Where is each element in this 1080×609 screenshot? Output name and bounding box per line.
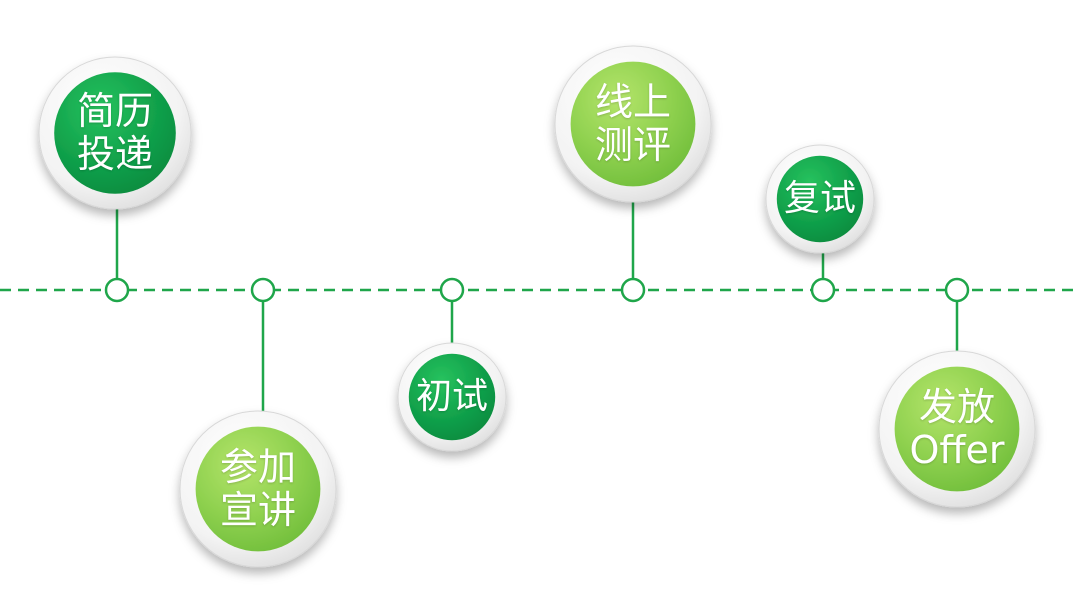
node-first-interview xyxy=(439,277,465,303)
badge-resume-submission xyxy=(38,56,192,210)
badge-disk-online-assessment xyxy=(570,61,696,187)
badge-disk-first-interview xyxy=(408,353,496,441)
badge-offer-issued xyxy=(878,350,1036,508)
node-second-interview xyxy=(810,277,836,303)
node-campus-talk xyxy=(250,277,276,303)
badge-first-interview xyxy=(397,342,507,452)
badge-campus-talk xyxy=(179,410,337,568)
node-offer-issued xyxy=(944,277,970,303)
badge-disk-resume-submission xyxy=(54,72,176,194)
badge-disk-campus-talk xyxy=(195,426,321,552)
node-online-assessment xyxy=(620,277,646,303)
badge-online-assessment xyxy=(554,45,712,203)
node-resume-submission xyxy=(104,277,130,303)
badge-disk-offer-issued xyxy=(894,366,1020,492)
badge-disk-second-interview xyxy=(776,155,864,243)
badge-second-interview xyxy=(765,144,875,254)
